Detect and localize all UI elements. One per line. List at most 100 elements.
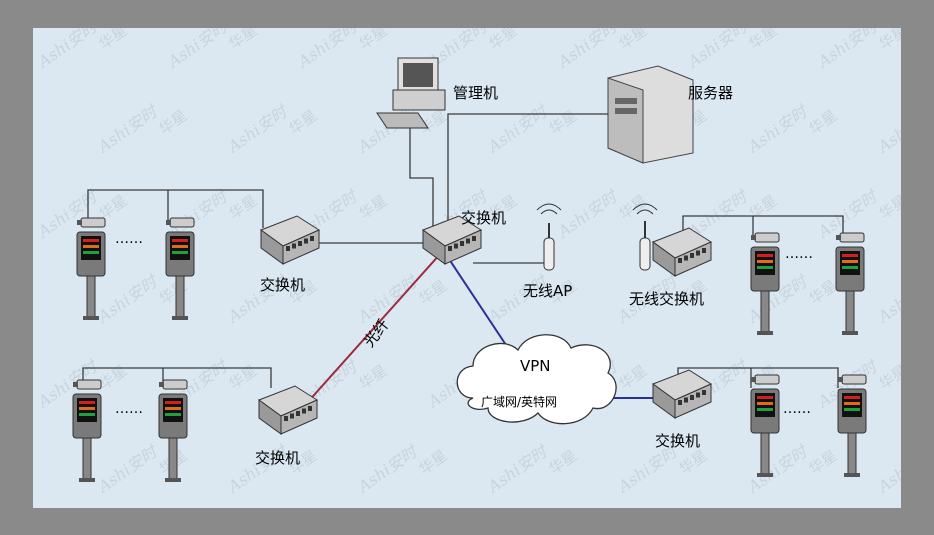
watermark-text-b: 华星 bbox=[546, 446, 581, 478]
core-switch-icon bbox=[421, 215, 483, 265]
watermark-text-a: Ashi安时 bbox=[743, 441, 812, 497]
watermark-text-b: 华星 bbox=[876, 361, 901, 393]
gate-left-bottom-1 bbox=[72, 379, 102, 482]
watermark-text-a: Ashi安时 bbox=[743, 101, 812, 157]
watermark-text-b: 华星 bbox=[486, 28, 521, 53]
label-left-bottom-switch: 交换机 bbox=[255, 449, 300, 467]
watermark-text-a: Ashi安时 bbox=[873, 441, 901, 497]
watermark-text-b: 华星 bbox=[226, 191, 261, 223]
watermark-text-b: 华星 bbox=[416, 276, 451, 308]
label-wan: 广域网/英特网 bbox=[481, 394, 557, 409]
watermark-text-b: 华星 bbox=[226, 361, 261, 393]
server-icon bbox=[607, 65, 694, 164]
watermark-text-a: Ashi安时 bbox=[93, 271, 162, 327]
gate-left-bottom-2 bbox=[158, 379, 188, 482]
watermark-text-b: 华星 bbox=[676, 446, 711, 478]
watermark-text-a: Ashi安时 bbox=[163, 28, 232, 72]
left-top-switch-icon bbox=[259, 215, 321, 265]
watermark-text-a: Ashi安时 bbox=[683, 28, 752, 72]
right-bottom-switch-icon bbox=[651, 369, 713, 419]
watermark-text-b: 华星 bbox=[746, 191, 781, 223]
watermark-text-a: Ashi安时 bbox=[553, 28, 622, 72]
ellipsis-lt: …… bbox=[115, 231, 143, 247]
watermark-text-a: Ashi安时 bbox=[813, 28, 882, 72]
watermark-text-a: Ashi安时 bbox=[873, 101, 901, 157]
label-left-top-switch: 交换机 bbox=[260, 276, 305, 294]
label-wireless-switch: 无线交换机 bbox=[629, 290, 704, 308]
watermark-text-b: 华星 bbox=[286, 106, 321, 138]
wireless-ap-icon bbox=[536, 203, 562, 271]
watermark-text-b: 华星 bbox=[806, 446, 841, 478]
ellipsis-rb: …… bbox=[783, 401, 811, 417]
gate-right-top-1 bbox=[750, 232, 780, 335]
wire-server-core bbox=[447, 113, 613, 228]
watermark-text-a: Ashi安时 bbox=[553, 186, 622, 242]
switches-layer bbox=[257, 215, 713, 435]
watermark-text-b: 华星 bbox=[356, 191, 391, 223]
watermark-text-b: 华星 bbox=[876, 191, 901, 223]
label-core-switch: 交换机 bbox=[461, 209, 506, 227]
wire-lt-gates bbox=[87, 189, 264, 228]
watermark-text-a: Ashi安时 bbox=[93, 101, 162, 157]
watermark-text-b: 华星 bbox=[806, 106, 841, 138]
watermark-text-a: Ashi安时 bbox=[353, 271, 422, 327]
watermark-text-a: Ashi安时 bbox=[33, 28, 102, 72]
vpn-cloud-icon bbox=[456, 334, 617, 425]
ellipsis-lb: …… bbox=[115, 401, 143, 417]
watermark-text-a: Ashi安时 bbox=[873, 271, 901, 327]
watermark-text-a: Ashi安时 bbox=[483, 441, 552, 497]
watermark-text-b: 华星 bbox=[616, 361, 651, 393]
watermark-text-b: 华星 bbox=[156, 106, 191, 138]
gate-right-bottom-1 bbox=[750, 374, 780, 477]
wire-manager-core bbox=[409, 126, 434, 228]
watermark-text-b: 华星 bbox=[356, 361, 391, 393]
fiber-line bbox=[297, 252, 442, 414]
watermark-text-b: 华星 bbox=[156, 276, 191, 308]
gate-right-bottom-2 bbox=[837, 374, 867, 477]
watermark-text-b: 华星 bbox=[416, 446, 451, 478]
wire-rt-gates bbox=[682, 215, 844, 240]
gate-left-top-1 bbox=[76, 217, 106, 320]
watermark-text-b: 华星 bbox=[616, 28, 651, 53]
label-vpn: VPN bbox=[520, 357, 551, 375]
watermark-text-b: 华星 bbox=[356, 28, 391, 53]
vpn-line bbox=[444, 252, 509, 349]
label-server: 服务器 bbox=[688, 84, 733, 102]
watermark-text-b: 华星 bbox=[746, 28, 781, 53]
wireless-switch-antenna-icon bbox=[632, 203, 658, 271]
watermark-text-b: 华星 bbox=[806, 276, 841, 308]
watermark-text-a: Ashi安时 bbox=[353, 441, 422, 497]
gate-left-top-2 bbox=[165, 217, 195, 320]
label-manager: 管理机 bbox=[453, 84, 498, 102]
manager-computer-icon bbox=[376, 57, 446, 129]
watermark-text-a: Ashi安时 bbox=[93, 441, 162, 497]
watermark-text-b: 华星 bbox=[226, 28, 261, 53]
gate-right-top-2 bbox=[835, 232, 865, 335]
gates-layer bbox=[72, 217, 867, 482]
watermark-text-b: 华星 bbox=[546, 106, 581, 138]
watermark-text-a: Ashi安时 bbox=[293, 28, 362, 72]
watermark-text-a: Ashi安时 bbox=[223, 101, 292, 157]
label-right-bottom-switch: 交换机 bbox=[655, 432, 700, 450]
watermark-text-a: Ashi安时 bbox=[483, 101, 552, 157]
